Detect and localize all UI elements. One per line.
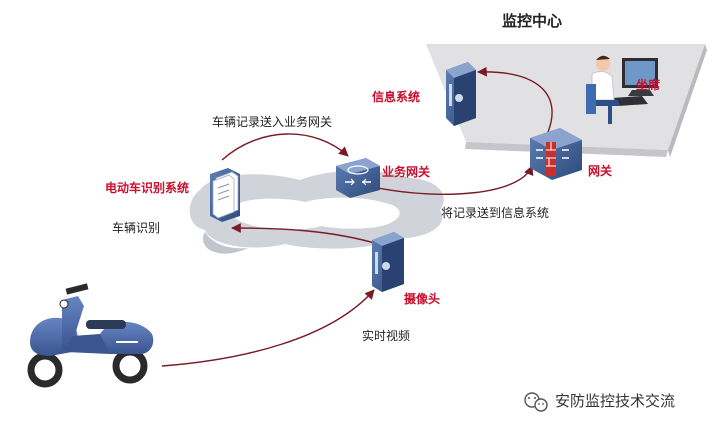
business-gateway-router-icon — [336, 158, 380, 198]
arrow-business-gateway-to-gateway — [377, 165, 534, 195]
arrow-camera-to-recognition — [231, 223, 379, 245]
recognition-system-label: 电动车识别系统 — [105, 181, 190, 195]
electric-scooter-icon — [27, 283, 154, 388]
arrow-record-to-business-gateway — [221, 133, 349, 161]
seat-label: 坐席 — [636, 78, 661, 92]
flow-arrows — [161, 66, 553, 367]
watermark-text: 安防监控技术交流 — [555, 392, 676, 410]
flow-label-realtime-video: 实时视频 — [362, 329, 411, 343]
gateway-label: 网关 — [588, 164, 613, 178]
monitor-center-title: 监控中心 — [502, 12, 563, 30]
network-cloud — [189, 170, 444, 254]
flow-label-record-to-info-system: 将记录送到信息系统 — [441, 206, 550, 220]
camera-server-icon — [372, 232, 404, 292]
vehicle-recognition-label: 车辆识别 — [112, 221, 161, 235]
info-system-label: 信息系统 — [372, 90, 421, 104]
gateway-firewall-icon — [530, 128, 582, 180]
flow-label-record-to-business-gateway: 车辆记录送入业务网关 — [212, 115, 333, 129]
operator-seat-icon — [586, 55, 658, 124]
business-gateway-label: 业务网关 — [382, 165, 431, 179]
camera-label: 摄像头 — [404, 292, 441, 306]
arrow-gateway-to-info-system — [477, 66, 553, 133]
info-system-server-icon — [446, 62, 476, 126]
wechat-icon — [524, 392, 548, 412]
recognition-system-server-icon — [210, 168, 240, 222]
arrow-scooter-to-camera — [161, 289, 375, 367]
